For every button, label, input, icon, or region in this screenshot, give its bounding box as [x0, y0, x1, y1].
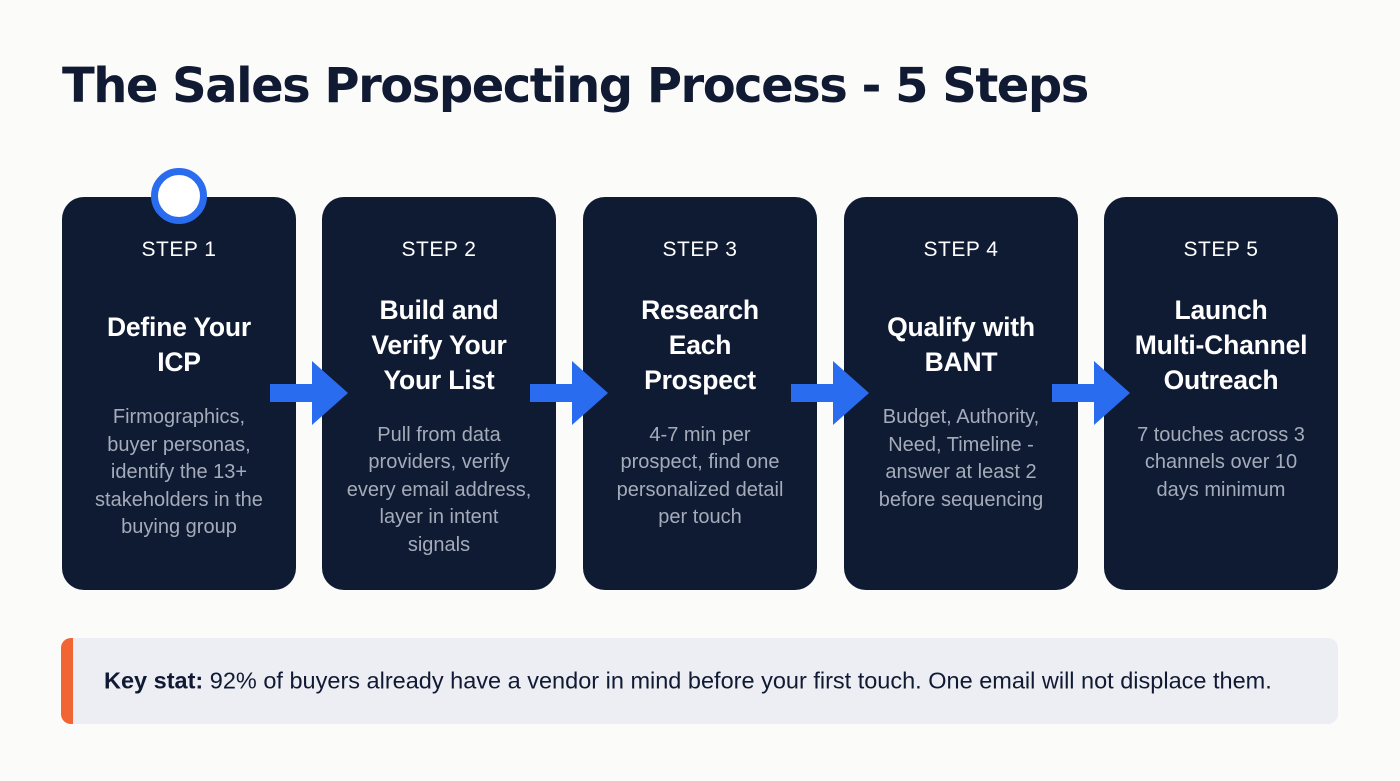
step-description-line: stakeholders in the	[95, 488, 263, 511]
step-title-line: Each	[668, 329, 732, 360]
step-description-line: channels over 10	[1144, 451, 1298, 473]
step-title-line: ICP	[157, 347, 201, 377]
step-description-line: signals	[407, 533, 471, 556]
step-description: 4-7 min per prospect, find one personalize…	[583, 422, 817, 532]
step-title-line: Launch	[1174, 294, 1268, 325]
step-label: STEP 2	[401, 238, 477, 261]
step-description: Budget, Authority, Need, Timeline - answer…	[844, 404, 1078, 514]
callout-accent-bar	[61, 638, 73, 724]
step-description-line: buyer personas,	[107, 433, 251, 456]
step-title-line: Multi-Channel	[1134, 329, 1308, 360]
step-label: STEP 5	[1183, 238, 1259, 261]
step-description-line: 7 touches across 3	[1137, 423, 1305, 446]
step-description-line: Budget, Authority,	[882, 406, 1040, 428]
step-title-line: Prospect	[644, 364, 756, 395]
step-description-line: personalized detail	[616, 478, 784, 501]
step-title-line: BANT	[924, 347, 998, 377]
step-description-line: prospect, find one	[620, 451, 780, 473]
page-title: The Sales Prospecting Process - 5 Steps	[62, 58, 1089, 114]
step-title-line: Qualify with	[887, 312, 1035, 342]
step-description-line: every email address,	[346, 478, 532, 501]
step-description-line: layer in intent	[379, 506, 499, 528]
right-arrow-icon	[791, 361, 869, 425]
step-title-line: Research	[641, 294, 759, 325]
right-arrow-icon	[530, 361, 608, 425]
step-description-line: Firmographics,	[112, 406, 246, 428]
step-description-line: per touch	[658, 506, 742, 528]
step-description-line: days minimum	[1156, 478, 1286, 501]
step-description-line: before sequencing	[878, 488, 1044, 511]
step-description: Firmographics, buyer personas, identify th…	[62, 404, 296, 542]
step-label: STEP 1	[141, 238, 217, 261]
step-label: STEP 3	[662, 238, 738, 261]
step-description: 7 touches across 3 channels over 10 days m…	[1104, 422, 1338, 505]
step-description: Pull from data providers, verify every ema…	[322, 422, 556, 560]
step-title-line: Outreach	[1163, 364, 1279, 395]
right-arrow-icon	[1052, 361, 1130, 425]
right-arrow-icon	[270, 361, 348, 425]
step-title-line: Build and	[379, 294, 499, 325]
circle-ring-icon	[151, 168, 207, 224]
step-description-line: answer at least 2	[885, 461, 1037, 483]
step-description-line: 4-7 min per	[649, 423, 751, 446]
step-title-line: Your List	[383, 364, 495, 395]
key-stat-body: 92% of buyers already have a vendor in m…	[203, 667, 1272, 694]
step-description-line: identify the 13+	[110, 461, 248, 483]
step-description-line: providers, verify	[368, 451, 510, 473]
key-stat-text: Key stat: 92% of buyers already have a v…	[104, 668, 1272, 695]
step-title-line: Verify Your	[371, 329, 507, 360]
step-title-line: Define Your	[106, 312, 252, 342]
step-description-line: Pull from data	[377, 423, 501, 446]
step-description-line: Need, Timeline -	[888, 433, 1034, 456]
key-stat-label: Key stat:	[104, 667, 204, 694]
step-label: STEP 4	[923, 238, 999, 261]
step-description-line: buying group	[121, 516, 237, 538]
key-stat-callout: Key stat: 92% of buyers already have a v…	[61, 638, 1338, 724]
